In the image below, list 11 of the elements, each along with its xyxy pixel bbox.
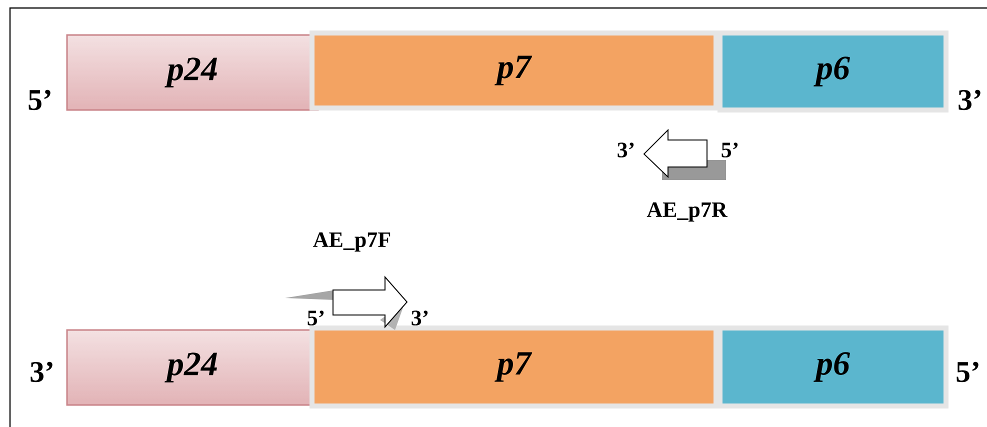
gene-segment: p6 xyxy=(718,30,948,112)
gene-segment: p24 xyxy=(66,34,319,111)
gene-segment: p24 xyxy=(66,329,319,406)
gene-segment: p6 xyxy=(718,326,948,408)
end-label: 5’ xyxy=(308,310,324,326)
end-label: 3’ xyxy=(618,142,634,158)
primer-name: AE_p7F xyxy=(313,232,390,252)
end-label: 5’ xyxy=(722,142,738,158)
gene-segment: p7 xyxy=(310,30,718,110)
primer-name: AE_p7R xyxy=(646,202,728,222)
gene-segment: p7 xyxy=(310,326,718,408)
